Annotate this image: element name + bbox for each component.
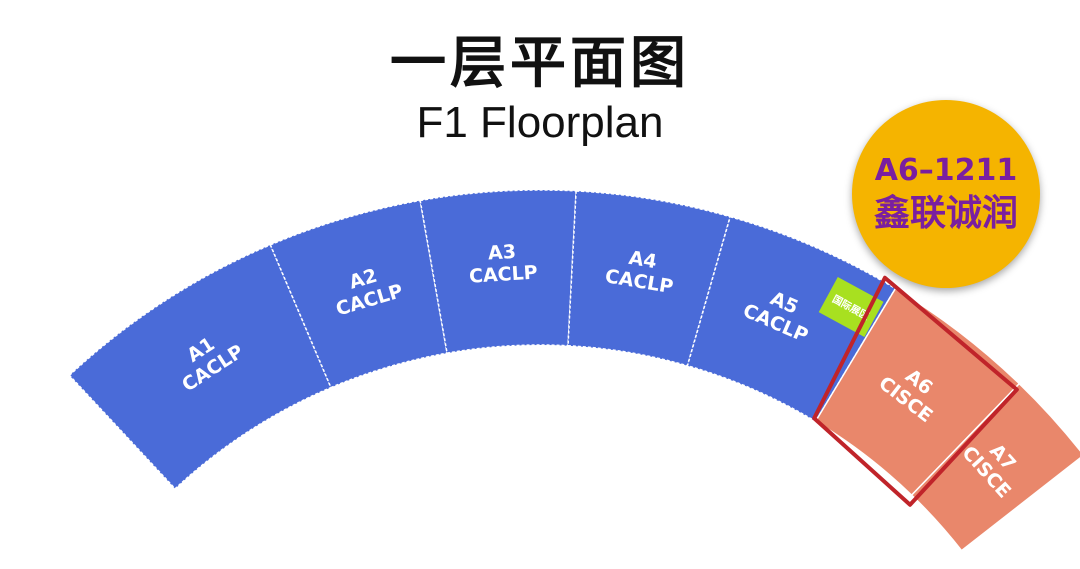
hall-code: A4 — [627, 247, 658, 273]
labels-layer: A1CACLPA2CACLPA3CACLPA4CACLPA5CACLPA6CIS… — [178, 241, 1020, 503]
halls-layer — [68, 189, 1080, 552]
badge-company-name: 鑫联诚润 — [873, 193, 1018, 234]
hall-a4 — [567, 190, 732, 367]
badge-booth-number: A6–1211 — [874, 153, 1018, 188]
hall-a5 — [686, 215, 897, 423]
hall-a3 — [419, 189, 577, 354]
hall-organizer: CACLP — [468, 262, 538, 288]
page-title: 一层平面图 — [390, 31, 690, 96]
booth-badge: A6–1211 鑫联诚润 — [852, 100, 1040, 288]
hall-code: A3 — [487, 241, 516, 265]
highlight-frame — [812, 275, 1019, 507]
international-zone-box — [818, 277, 884, 337]
hall-a2 — [269, 199, 448, 389]
page-subtitle: F1 Floorplan — [416, 98, 664, 147]
hall-a7 — [910, 382, 1080, 552]
highlight-frame-layer — [812, 275, 1019, 507]
